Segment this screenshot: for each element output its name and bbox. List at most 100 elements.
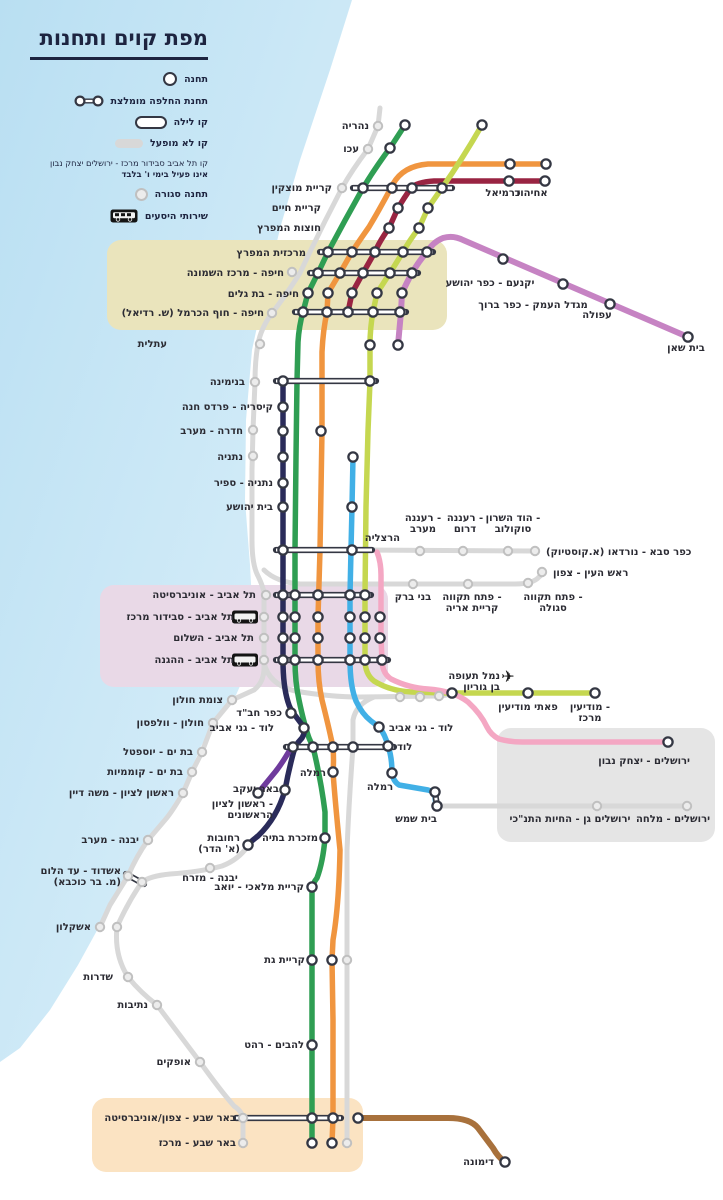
closed-station-circle bbox=[407, 578, 419, 590]
station-circle bbox=[364, 339, 376, 351]
station-label: פתח תקווה -סגולה bbox=[523, 592, 582, 614]
station-circle bbox=[499, 1156, 511, 1168]
station-label: קריית מוצקין bbox=[271, 183, 332, 194]
station-circle bbox=[277, 375, 289, 387]
station-circle bbox=[367, 306, 379, 318]
station-circle bbox=[359, 632, 371, 644]
legend-label: קו לילה bbox=[173, 117, 208, 128]
station-circle bbox=[298, 722, 310, 734]
station-circle bbox=[347, 741, 359, 753]
station-circle bbox=[312, 267, 324, 279]
closed-station-circle bbox=[122, 971, 134, 983]
station-circle bbox=[376, 654, 388, 666]
station-circle bbox=[369, 246, 381, 258]
legend-item-inactive-line: קו לא מופעל bbox=[30, 137, 208, 150]
station-label: ירושלים - יצחק נבון bbox=[598, 756, 690, 767]
station-label: באר יעקב bbox=[233, 784, 279, 795]
closed-station-circle bbox=[414, 545, 426, 557]
station-circle bbox=[604, 298, 616, 310]
station-label: רעננה -דרום bbox=[447, 513, 483, 535]
station-circle bbox=[374, 611, 386, 623]
closed-station-circle bbox=[681, 800, 693, 812]
bus-wheel bbox=[248, 661, 254, 666]
station-circle bbox=[302, 287, 314, 299]
closed-station-circle bbox=[237, 1137, 249, 1149]
rail-line-orange bbox=[315, 161, 549, 1146]
rail-line-pink bbox=[374, 549, 671, 745]
station-circle bbox=[315, 425, 327, 437]
station-label: אחיהוד bbox=[514, 188, 547, 199]
bus-windows bbox=[234, 613, 256, 620]
station-circle bbox=[431, 800, 443, 812]
station-circle bbox=[413, 222, 425, 234]
station-circle bbox=[327, 766, 339, 778]
station-circle bbox=[289, 611, 301, 623]
station-circle bbox=[277, 451, 289, 463]
station-circle bbox=[539, 175, 551, 187]
legend-note: קו תל אביב סבידור מרכז - ירושלים יצחק נב… bbox=[30, 158, 208, 180]
station-label: נהריה bbox=[342, 121, 369, 132]
rail-line-green bbox=[292, 122, 408, 1146]
station-label: חדרה - מערב bbox=[180, 426, 243, 437]
closed-station-circle bbox=[122, 870, 134, 882]
station-circle bbox=[357, 267, 369, 279]
station-circle bbox=[436, 182, 448, 194]
closed-station-circle bbox=[414, 691, 426, 703]
station-circle bbox=[319, 832, 331, 844]
station-circle bbox=[297, 306, 309, 318]
station-label: בית שאן bbox=[667, 343, 705, 354]
station-label: כפר סבא - נורדאו (א.קוסטיוק) bbox=[546, 547, 692, 558]
station-circle bbox=[429, 786, 441, 798]
station-circle bbox=[346, 501, 358, 513]
rail-line-jerusalem-inactive bbox=[434, 797, 690, 809]
station-circle bbox=[252, 787, 264, 799]
station-label: מודיעין -מרכז bbox=[570, 702, 610, 724]
station-label: שדרות bbox=[83, 972, 113, 983]
station-label: ראש העין - צפון bbox=[553, 568, 628, 579]
station-circle bbox=[344, 611, 356, 623]
bus-icon bbox=[232, 653, 258, 667]
station-label: רמלה bbox=[367, 782, 393, 793]
station-label: חולון - וולפסון bbox=[137, 718, 205, 729]
station-circle bbox=[344, 589, 356, 601]
station-label: דימונה bbox=[463, 1157, 494, 1168]
bus-wheel bbox=[248, 618, 254, 623]
closed-station-circle bbox=[394, 691, 406, 703]
closed-station-circle bbox=[336, 182, 348, 194]
closed-station-circle bbox=[258, 632, 270, 644]
closed-station-circle bbox=[204, 862, 216, 874]
legend-item-station: תחנה bbox=[30, 72, 208, 86]
station-label: כרמיאל bbox=[485, 188, 521, 199]
closed-station-circle bbox=[362, 143, 374, 155]
station-circle bbox=[357, 182, 369, 194]
legend-label: תחנת החלפה מומלצת bbox=[110, 95, 208, 107]
station-circle bbox=[386, 182, 398, 194]
legend-item-transfer: תחנת החלפה מומלצת bbox=[30, 94, 208, 108]
station-label: חיפה - בת גלים bbox=[228, 289, 299, 300]
station-label: ירושלים - מלחה bbox=[636, 814, 710, 825]
station-label: נתניה bbox=[217, 452, 243, 463]
station-label: רעננה -מערב bbox=[405, 513, 441, 535]
station-label: להבים - רהט bbox=[244, 1040, 304, 1051]
highlight-box-jerusalem bbox=[497, 728, 715, 842]
station-label: הרצליה bbox=[365, 533, 400, 544]
station-circle bbox=[312, 632, 324, 644]
station-circle bbox=[307, 741, 319, 753]
station-circle bbox=[421, 246, 433, 258]
closed-station-circle bbox=[177, 787, 189, 799]
rail-line-navy bbox=[245, 378, 308, 848]
station-label: קיסריה - פרדס חנה bbox=[182, 402, 273, 413]
closed-station-circle bbox=[226, 694, 238, 706]
closed-station-circle bbox=[258, 611, 270, 623]
station-circle bbox=[406, 182, 418, 194]
closed-station-circle bbox=[258, 654, 270, 666]
station-circle bbox=[306, 1039, 318, 1051]
closed-station-circle bbox=[237, 1112, 249, 1124]
station-circle bbox=[397, 246, 409, 258]
bus-wheel bbox=[236, 618, 242, 623]
station-circle bbox=[277, 425, 289, 437]
station-circle bbox=[344, 654, 356, 666]
legend-label: קו לא מופעל bbox=[150, 138, 208, 149]
